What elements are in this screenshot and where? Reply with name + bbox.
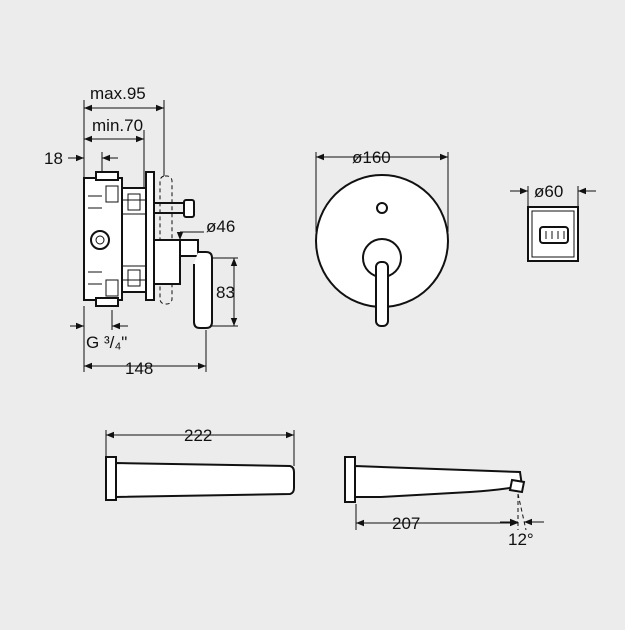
handle-hub bbox=[179, 239, 199, 257]
dim-46-label: ø46 bbox=[206, 217, 235, 236]
valve-screw-bottom bbox=[127, 269, 141, 287]
dim-thread: G ³/₄" bbox=[70, 322, 128, 352]
box-lug-bottom bbox=[105, 279, 119, 297]
dim-18: 18 bbox=[44, 149, 118, 168]
diverter-knob-front bbox=[539, 226, 569, 244]
dim-160-label: ø160 bbox=[352, 148, 391, 167]
dim-222-label: 222 bbox=[184, 426, 212, 445]
box-top-clip bbox=[95, 171, 119, 181]
diverter-plate bbox=[527, 206, 579, 262]
spout-side-view bbox=[344, 456, 527, 531]
diverter-plate-inner bbox=[531, 210, 575, 258]
spout-outlet bbox=[508, 478, 526, 494]
mixer-side-view bbox=[83, 100, 238, 372]
dim-max-95: max.95 bbox=[84, 84, 164, 112]
spout-body-top bbox=[115, 461, 295, 499]
dim-12-label: 12° bbox=[508, 530, 534, 549]
spout-body-side bbox=[354, 464, 524, 498]
dim-83-label: 83 bbox=[216, 283, 235, 302]
dim-min-70-label: min.70 bbox=[92, 116, 143, 135]
wall-plate-side bbox=[145, 171, 155, 301]
dim-148: 148 bbox=[84, 359, 206, 378]
dim-222: 222 bbox=[106, 426, 294, 445]
spout-flange-top bbox=[105, 456, 117, 501]
dim-18-label: 18 bbox=[44, 149, 63, 168]
valve-body bbox=[121, 187, 147, 293]
dim-160: ø160 bbox=[316, 148, 448, 167]
box-lug-top bbox=[105, 185, 119, 203]
inlet-fitting bbox=[90, 230, 110, 250]
dim-60-label: ø60 bbox=[534, 182, 563, 201]
diverter-button-front bbox=[376, 202, 388, 214]
dim-12-degrees: 12° bbox=[500, 518, 544, 549]
dim-min-70: min.70 bbox=[84, 116, 144, 143]
diverter-knob-grip bbox=[545, 231, 565, 239]
handle-lever bbox=[193, 251, 213, 329]
spout-top-view bbox=[105, 430, 295, 501]
dim-max-95-label: max.95 bbox=[90, 84, 146, 103]
box-bottom-clip bbox=[95, 297, 119, 307]
dim-60: ø60 bbox=[510, 182, 596, 201]
dim-thread-label: G ³/₄" bbox=[86, 333, 127, 352]
dim-207: 207 bbox=[356, 514, 518, 533]
box-ribs bbox=[88, 195, 102, 285]
dim-46: ø46 bbox=[176, 217, 235, 240]
diverter-front-view bbox=[527, 186, 579, 262]
valve-body-rings bbox=[122, 199, 146, 281]
handle-lever-front bbox=[375, 261, 389, 327]
dim-207-label: 207 bbox=[392, 514, 420, 533]
diverter-stem bbox=[154, 202, 184, 214]
valve-screw-top bbox=[127, 193, 141, 211]
inlet-fitting-inner bbox=[95, 235, 105, 245]
diverter-knob bbox=[183, 199, 195, 218]
handle-base bbox=[153, 239, 181, 285]
mixer-front-view bbox=[315, 152, 449, 327]
dim-148-label: 148 bbox=[125, 359, 153, 378]
spout-flange-side bbox=[344, 456, 356, 503]
outlet-angle-axis bbox=[517, 493, 527, 531]
dim-83: 83 bbox=[216, 258, 238, 326]
